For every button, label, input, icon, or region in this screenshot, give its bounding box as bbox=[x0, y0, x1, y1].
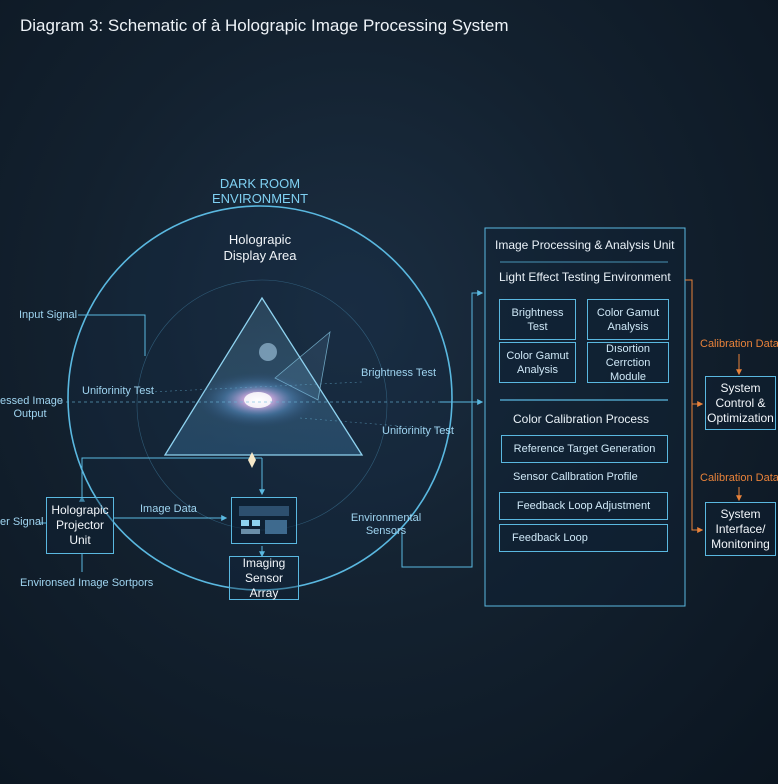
feedback-adjustment-box: Feedback Loop Adjustment bbox=[499, 492, 668, 520]
uniformity-test-right-label: Uniforinity Test bbox=[382, 425, 454, 437]
brightness-test-label: Brightness Test bbox=[361, 367, 437, 379]
imaging-sensor-array-box: Imaging Sensor Array bbox=[229, 556, 299, 600]
dark-room-label: DARK ROOM ENVIRONMENT bbox=[211, 176, 309, 206]
processed-output-label: essed Image Output bbox=[0, 395, 63, 420]
planet bbox=[259, 343, 277, 361]
feedback-loop-box: Feedback Loop bbox=[499, 524, 668, 552]
display-area-label: Holograpic Display Area bbox=[223, 232, 297, 263]
image-data-label: Image Data bbox=[140, 503, 197, 515]
imaging-device-icon bbox=[231, 497, 297, 544]
calibration-data-label-2: Calibration Data bbox=[700, 472, 778, 484]
diagram-title: Diagram 3: Schematic of à Holograpic Ima… bbox=[20, 16, 509, 35]
reference-target-box: Reference Target Generation bbox=[501, 435, 668, 463]
sensor-calibration-label: Sensor Callbration Profile bbox=[513, 471, 638, 483]
environsed-label: Environsed Image Sortpors bbox=[20, 577, 154, 589]
power-signal-label: er Signal bbox=[0, 516, 44, 528]
input-signal-label: Input Signal bbox=[19, 309, 78, 321]
system-control-box: System Control & Optimization bbox=[705, 376, 776, 430]
uniformity-test-left-label: Uniforinity Test bbox=[82, 385, 154, 397]
light-env-label: Light Effect Testing Environment bbox=[499, 270, 671, 284]
unit-title: Image Processing & Analysis Unit bbox=[495, 238, 675, 252]
projector-unit-box: Holograpic Projector Unit bbox=[46, 497, 114, 554]
color-calibration-label: Color Calibration Process bbox=[513, 412, 650, 426]
system-interface-box: System Interface/ Monitoning bbox=[705, 502, 776, 556]
calibration-data-label-1: Calibration Data bbox=[700, 338, 778, 350]
unit-frame bbox=[484, 227, 686, 607]
environmental-sensors-label: Environmental Sensors bbox=[350, 512, 422, 537]
